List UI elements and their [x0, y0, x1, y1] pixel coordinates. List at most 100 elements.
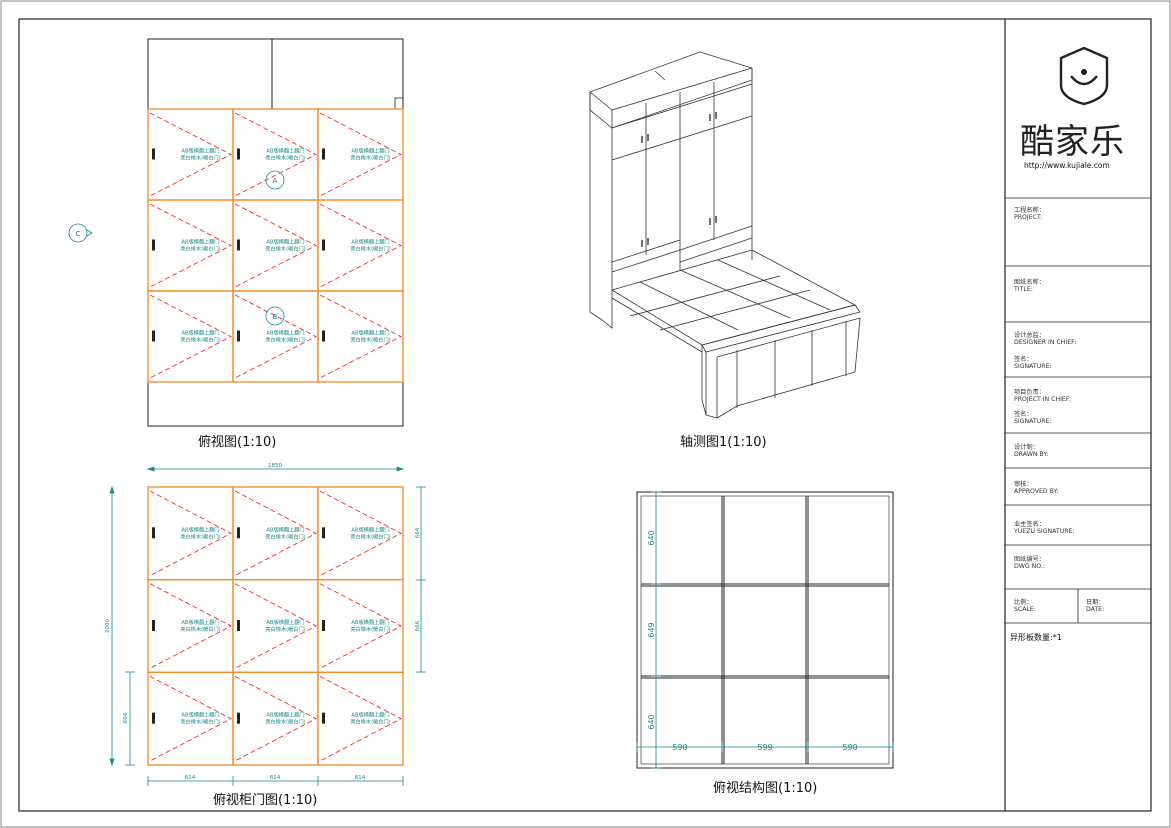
tb-approved: 审核： APPROVED BY:	[1014, 481, 1059, 496]
panel-text-line1: AB版横翻上翻门	[266, 618, 304, 626]
tb-date: 日期： DATE:	[1086, 599, 1105, 614]
panel-text-line1: AB版横翻上翻门	[266, 238, 304, 246]
panel-text-line1: AB版横翻上翻门	[351, 711, 389, 719]
dim-width-total: 1850	[268, 463, 282, 469]
panel-text-line1: AB版横翻上翻门	[266, 147, 304, 155]
dim-col2: 614	[270, 775, 281, 781]
panel-text-line1: AB版横翻上翻门	[181, 711, 219, 719]
handle-icon	[322, 330, 325, 342]
svg-text:A: A	[273, 177, 278, 185]
panel-text-line2: 亮白橡木(暖白门)	[180, 154, 220, 162]
tb-signature2: 签名： SIGNATURE:	[1014, 411, 1052, 426]
dim-scol3: 590	[842, 743, 857, 752]
dim-height-total: 2000	[105, 619, 111, 633]
handle-icon	[322, 527, 325, 539]
marker-b: B	[265, 306, 285, 326]
caption-top-view: 俯视图(1:10)	[198, 435, 277, 450]
dim-col1: 614	[185, 775, 196, 781]
handle-icon	[322, 620, 325, 631]
panel-text-line1: AB版横翻上翻门	[181, 329, 219, 337]
dim-col3: 614	[355, 775, 366, 781]
handle-icon	[152, 330, 155, 342]
handle-icon	[237, 620, 240, 631]
handle-icon	[237, 239, 240, 251]
panel-text-line2: 亮白橡木(暖白门)	[180, 532, 220, 540]
caption-structure-view: 俯视结构图(1:10)	[713, 781, 818, 796]
dim-right-top: 664	[415, 527, 421, 538]
brand-website: http://www.kujiale.com	[1024, 161, 1110, 170]
handle-icon	[152, 712, 155, 724]
handle-icon	[152, 620, 155, 631]
panel-text-line2: 亮白橡木(暖白门)	[180, 336, 220, 344]
panel-text-line2: 亮白橡木(暖白门)	[265, 532, 305, 540]
panel-text-line2: 亮白橡木(暖白门)	[350, 718, 390, 726]
panel-text-line2: 亮白橡木(暖白门)	[350, 245, 390, 253]
panel-text-line2: 亮白橡木(暖白门)	[180, 625, 220, 633]
tb-signature1: 签名： SIGNATURE:	[1014, 356, 1052, 371]
dim-row1: 640	[647, 530, 656, 545]
brand-name: 酷家乐	[1020, 122, 1125, 162]
panel-text-line1: AB版横翻上翻门	[181, 525, 219, 533]
panel-text-line1: AB版横翻上翻门	[181, 618, 219, 626]
door-view-dimensions	[109, 466, 426, 786]
panel-text-line2: 亮白橡木(暖白门)	[265, 625, 305, 633]
handle-icon	[322, 712, 325, 724]
panel-text-line1: AB版横翻上翻门	[351, 238, 389, 246]
inner-border	[18, 18, 1152, 812]
tb-project-chief: 项目负责： PROJECT IN CHIEF:	[1014, 389, 1071, 404]
caption-door-view: 俯视柜门图(1:10)	[213, 793, 318, 808]
panel-text-line1: AB版横翻上翻门	[266, 329, 304, 337]
handle-icon	[322, 148, 325, 160]
panel-text-line1: AB版横翻上翻门	[266, 711, 304, 719]
panel-text-line2: 亮白橡木(暖白门)	[265, 336, 305, 344]
panel-text-line2: 亮白橡木(暖白门)	[350, 625, 390, 633]
title-block-grid	[1005, 197, 1151, 624]
structure-view-drawing	[636, 491, 894, 769]
marker-c: C	[68, 223, 93, 243]
tb-scale: 比例： SCALE:	[1014, 599, 1036, 614]
handle-icon	[237, 527, 240, 539]
panel-text-line1: AB版横翻上翻门	[181, 147, 219, 155]
handle-icon	[152, 527, 155, 539]
door-view-drawing: AB版横翻上翻门亮白橡木(暖白门)AB版横翻上翻门亮白橡木(暖白门)AB版横翻上…	[147, 486, 404, 766]
tb-title: 图纸名称： TITLE:	[1014, 279, 1045, 294]
panel-text-line1: AB版横翻上翻门	[351, 618, 389, 626]
tb-quantity: 异形板数量:*1	[1010, 633, 1062, 642]
handle-icon	[322, 239, 325, 251]
tb-project: 工程名称： PROJECT:	[1014, 207, 1045, 222]
top-view-drawing: AB版横翻上翻门亮白橡木(暖白门)AB版横翻上翻门亮白橡木(暖白门)AB版横翻上…	[147, 38, 404, 427]
panel-text-line1: AB版横翻上翻门	[351, 525, 389, 533]
marker-a: A	[265, 170, 285, 190]
tb-yuezu: 业主签名： YUEZU SIGNATURE:	[1014, 521, 1075, 536]
door-view-dim-text: 1850 614 614 614 2000 664 664 666	[105, 463, 421, 781]
panel-text-line2: 亮白橡木(暖白门)	[180, 245, 220, 253]
panel-text-line1: AB版横翻上翻门	[351, 329, 389, 337]
dim-scol2: 599	[757, 743, 772, 752]
panel-text-line2: 亮白橡木(暖白门)	[265, 718, 305, 726]
panel-text-line2: 亮白橡木(暖白门)	[350, 336, 390, 344]
handle-icon	[237, 148, 240, 160]
panel-text-line2: 亮白橡木(暖白门)	[350, 154, 390, 162]
tb-dwg-no: 图纸编号： DWG NO.:	[1014, 556, 1045, 571]
tb-drawn-by: 设计制： DRAWN BY:	[1014, 444, 1049, 459]
panel-text-line2: 亮白橡木(暖白门)	[265, 245, 305, 253]
kujiale-logo-icon	[1059, 46, 1109, 106]
panel-text-line2: 亮白橡木(暖白门)	[180, 718, 220, 726]
dim-left-sub: 664	[123, 712, 129, 723]
handle-icon	[237, 330, 240, 342]
dim-row3: 640	[647, 714, 656, 729]
